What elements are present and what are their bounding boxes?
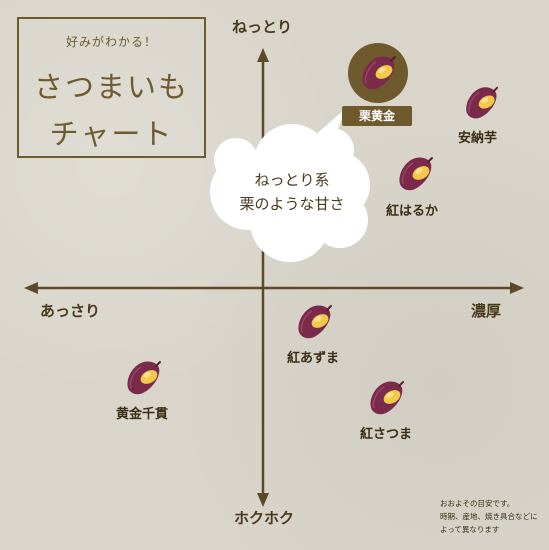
variety-label-annou: 安納芋 <box>458 131 498 146</box>
title-box: 好みがわかる！ さつまいも チャート <box>17 17 206 158</box>
axis-label-left: あっさり <box>40 302 101 320</box>
axis-label-top: ねっとり <box>232 18 293 36</box>
variety-label-kuri-kogane: 栗黄金 <box>342 106 412 126</box>
callout-pointer <box>312 108 346 150</box>
footnote: おおよその目安です。 時期、産地、焼き具合などに よって異なります <box>440 497 545 536</box>
potato-icon-beni-haruka <box>398 156 433 192</box>
axis-label-bottom: ホクホク <box>234 509 295 527</box>
title-line-1: さつまいも <box>33 70 189 104</box>
callout-line-1: ねっとり系 <box>254 171 330 189</box>
axis-label-right: 濃厚 <box>471 302 502 320</box>
variety-label-beni-satsuma: 紅さつま <box>360 427 413 442</box>
variety-label-kogane-sengan: 黄金千貫 <box>116 407 169 422</box>
title-subtitle: 好みがわかる！ <box>65 35 157 49</box>
title-line-2: チャート <box>49 117 174 151</box>
arrow-left <box>24 282 38 294</box>
callout-text: ねっとり系 栗のような甘さ <box>218 168 366 216</box>
potato-icon-annou <box>465 86 499 120</box>
variety-label-beni-haruka: 紅はるか <box>386 204 439 219</box>
callout-line-2: 栗のような甘さ <box>239 195 345 213</box>
potato-icon-beni-azuma <box>297 304 332 340</box>
footnote-line-3: よって異なります <box>440 525 500 534</box>
potato-icon-beni-satsuma <box>369 380 404 416</box>
arrow-right <box>510 282 524 294</box>
arrow-down <box>257 493 269 507</box>
potato-icon-kogane-sengan <box>126 360 161 396</box>
variety-label-beni-azuma: 紅あずま <box>287 351 340 366</box>
callout-cloud <box>210 124 370 262</box>
footnote-line-2: 時期、産地、焼き具合などに <box>440 512 538 521</box>
footnote-line-1: おおよその目安です。 <box>440 499 515 508</box>
arrow-up <box>257 48 269 62</box>
